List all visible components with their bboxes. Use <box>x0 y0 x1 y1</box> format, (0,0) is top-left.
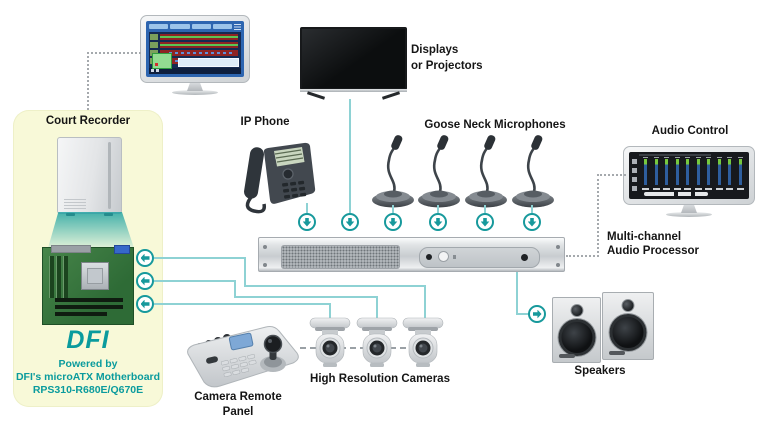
microphones-label: Goose Neck Microphones <box>424 119 566 131</box>
recorder-input-bar <box>178 58 239 67</box>
connector-speakers-h <box>516 313 529 315</box>
tower-vents <box>64 197 86 209</box>
arrow-down-icon <box>298 213 316 231</box>
speakers-label: Speakers <box>574 365 626 377</box>
connector-remote-cameras <box>300 347 416 349</box>
powered-by-text: Powered by <box>58 358 118 370</box>
recorder-monitor-frame <box>140 15 250 83</box>
recorder-software-screen <box>146 21 244 77</box>
connector-rack-ac-b <box>597 174 599 257</box>
recorder-toolbar <box>149 24 232 29</box>
recorder-status-bar <box>149 68 241 74</box>
connector-cam3-d <box>424 285 426 319</box>
connector-mic <box>484 205 486 213</box>
recorder-tracks <box>149 32 241 74</box>
rack-button <box>438 251 449 262</box>
speaker-port <box>609 351 625 355</box>
cpu-socket <box>81 262 109 290</box>
display-tv <box>300 27 407 100</box>
speaker-right <box>602 292 654 360</box>
camera-remote-panel <box>178 320 302 392</box>
monitor-base <box>666 212 712 217</box>
tweeter <box>570 304 583 317</box>
arrow-left-icon <box>136 249 154 267</box>
gooseneck-microphones <box>372 132 555 209</box>
recorder-popup <box>152 53 172 69</box>
audio-mixer-screen <box>629 152 749 199</box>
connector-cam1-b <box>329 303 331 319</box>
arrow-right-icon <box>528 305 546 323</box>
court-recorder-label: Court Recorder <box>45 115 131 127</box>
connector-rack-ac-a <box>566 255 599 257</box>
mixer-sidebar-icons <box>632 159 637 191</box>
display-label: Displays or Projectors <box>411 44 483 72</box>
connector-cam2-c <box>234 296 378 298</box>
vga-connector <box>114 245 130 254</box>
connector-cam2-d <box>376 296 378 319</box>
rack-led <box>453 255 456 259</box>
board-model-text: RPS310-R680E/Q670E <box>32 384 144 396</box>
connector-cam3-a <box>154 257 246 259</box>
tweeter <box>621 299 635 312</box>
monitor-base <box>172 90 218 95</box>
arrow-left-icon <box>136 272 154 290</box>
connector-speakers-v <box>516 272 518 315</box>
remote-panel-label: Camera Remote Panel <box>194 391 282 418</box>
connector-mic <box>392 205 394 213</box>
monitor-stand <box>681 205 697 213</box>
connector-mic <box>531 205 533 213</box>
woofer <box>609 314 647 351</box>
connector-tv <box>349 99 351 213</box>
ptz-cameras <box>309 317 444 368</box>
arrow-left-icon <box>136 295 154 313</box>
arrow-down-icon <box>476 213 494 231</box>
connector-monitor-panel-v <box>87 52 89 110</box>
tv-leg <box>306 91 326 100</box>
ip-phone <box>238 136 316 216</box>
connector-cam2-b <box>234 280 236 298</box>
motherboard <box>42 245 134 325</box>
speaker-port <box>559 354 575 358</box>
connector-mic <box>437 205 439 213</box>
dfi-branding-text: Powered by DFI's microATX Motherboard RP… <box>10 358 166 397</box>
arrow-down-icon <box>429 213 447 231</box>
woofer <box>558 319 595 356</box>
connector-cam2-a <box>154 280 236 282</box>
recorder-monitor <box>140 15 250 95</box>
audio-processor-rack <box>258 237 565 272</box>
arrow-down-icon <box>523 213 541 231</box>
audio-control-monitor <box>623 146 755 217</box>
connector-phone <box>306 203 308 213</box>
tv-bottom-strip <box>300 89 407 92</box>
rack-knob <box>426 254 432 260</box>
menu-icon <box>234 24 241 30</box>
connector-monitor-panel-h <box>87 52 141 54</box>
rack-grille <box>281 245 400 269</box>
mixer-sliders <box>642 157 744 190</box>
rack-control-panel <box>419 247 540 268</box>
audio-control-frame <box>623 146 755 205</box>
teal-beam <box>48 212 134 248</box>
connector-cam1-a <box>154 303 331 305</box>
audio-control-label: Audio Control <box>651 125 729 137</box>
arrow-down-icon <box>341 213 359 231</box>
mixer-buttons <box>644 192 708 196</box>
cameras-label: High Resolution Cameras <box>310 373 450 385</box>
board-name-text: DFI's microATX Motherboard <box>15 371 161 383</box>
io-ports <box>51 245 91 253</box>
monitor-stand <box>187 83 203 91</box>
speaker-left <box>552 297 601 363</box>
connector-rack-ac-c <box>597 174 626 176</box>
connector-cam3-b <box>244 257 246 287</box>
tv-leg <box>381 91 401 100</box>
recorder-tower <box>57 137 122 216</box>
processor-label: Multi-channel Audio Processor <box>607 231 700 257</box>
ip-phone-label: IP Phone <box>240 116 290 128</box>
rack-knob <box>521 254 528 261</box>
dfi-logo: DFI <box>66 326 110 354</box>
connector-cam3-c <box>244 285 426 287</box>
arrow-down-icon <box>384 213 402 231</box>
